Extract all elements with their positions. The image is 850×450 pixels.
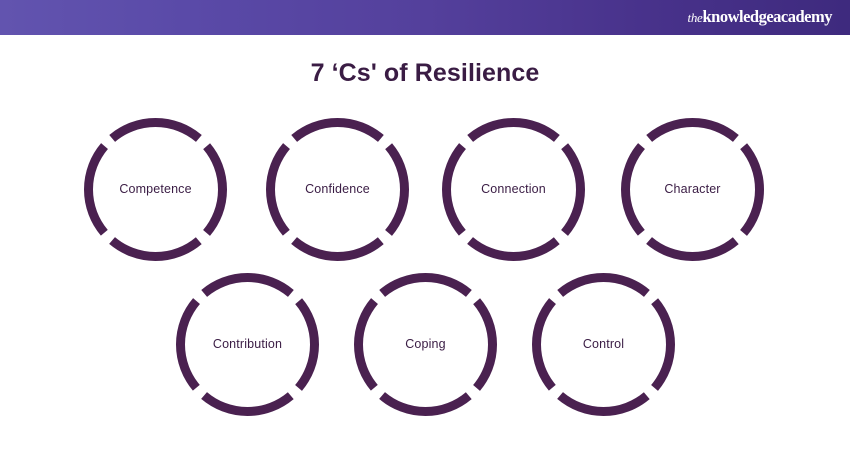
dashed-ring-icon (176, 272, 319, 416)
ring-node-connection: Connection (442, 117, 585, 261)
ring-label: Competence (119, 182, 192, 196)
ring-node-coping: Coping (354, 272, 497, 416)
ring-node-contribution: Contribution (176, 272, 319, 416)
dashed-ring-icon (84, 117, 227, 261)
ring-node-character: Character (621, 117, 764, 261)
ring-label: Confidence (305, 182, 370, 196)
dashed-ring-icon (621, 117, 764, 261)
header-bar: theknowledgeacademy (0, 0, 850, 35)
dashed-ring-icon (354, 272, 497, 416)
page-title: 7 ‘Cs' of Resilience (310, 59, 540, 87)
brand-logo: theknowledgeacademy (687, 7, 833, 27)
brand-logo-main: knowledgeacademy (702, 7, 833, 27)
ring-node-control: Control (532, 272, 675, 416)
ring-label: Connection (481, 182, 546, 196)
ring-label: Coping (405, 337, 446, 351)
dashed-ring-icon (532, 272, 675, 416)
ring-node-confidence: Confidence (266, 117, 409, 261)
dashed-ring-icon (442, 117, 585, 261)
brand-logo-the: the (687, 10, 703, 26)
ring-label: Control (582, 337, 625, 351)
ring-node-competence: Competence (84, 117, 227, 261)
ring-label: Character (664, 182, 721, 196)
ring-label: Contribution (212, 337, 283, 351)
dashed-ring-icon (266, 117, 409, 261)
